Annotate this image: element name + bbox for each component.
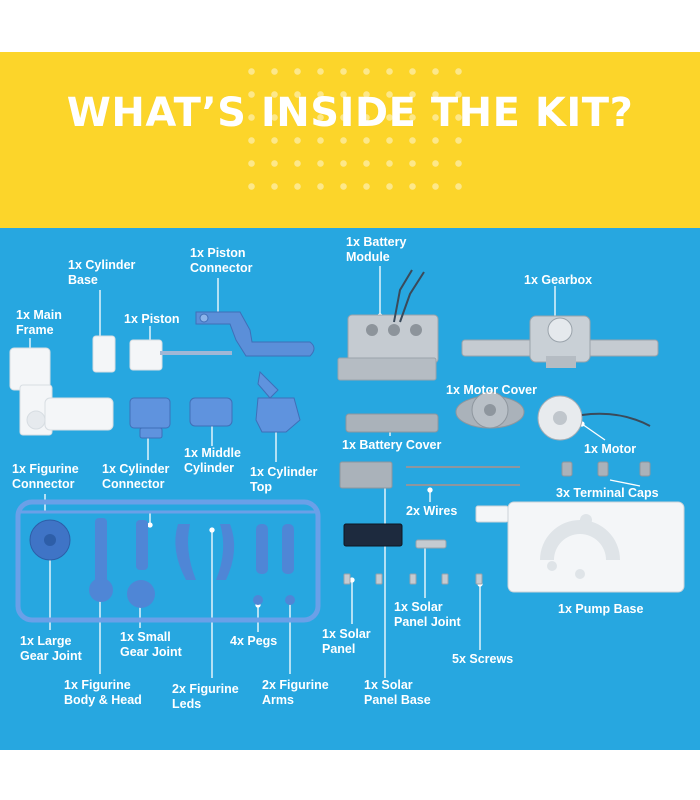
label-small-gear-joint: 1x Small Gear Joint (120, 630, 182, 659)
label-large-gear-joint: 1x Large Gear Joint (20, 634, 82, 663)
label-solar-panel: 1x Solar Panel (322, 627, 371, 656)
title-banner (0, 52, 700, 228)
wires-part (406, 466, 520, 486)
label-screws: 5x Screws (452, 652, 514, 666)
label-cylinder-top: 1x Cylinder Top (250, 465, 318, 494)
label-figurine-arms: 2x Figurine Arms (262, 678, 329, 707)
solar-panel-joint-part (415, 539, 447, 549)
middle-cylinder-part (189, 397, 233, 427)
motor-part (537, 395, 651, 441)
label-figurine-body-head: 1x Figurine Body & Head (64, 678, 142, 707)
main-frame-part (9, 347, 114, 436)
label-main-frame: 1x Main Frame (16, 308, 62, 337)
label-gearbox: 1x Gearbox (524, 273, 593, 287)
label-piston-connector: 1x Piston Connector (190, 246, 253, 275)
battery-cover-part (345, 413, 439, 433)
figurine-connector-bracket-part (339, 461, 393, 489)
label-solar-panel-joint: 1x Solar Panel Joint (394, 600, 461, 629)
label-figurine-legs: 2x Figurine Leds (172, 682, 239, 711)
piston-connector-part (195, 311, 315, 357)
label-figurine-connector: 1x Figurine Connector (12, 462, 79, 491)
label-cylinder-base: 1x Cylinder Base (68, 258, 136, 287)
page-title: WHAT’S INSIDE THE KIT? (66, 90, 634, 136)
cylinder-connector-part (129, 397, 171, 439)
screws-part (343, 573, 483, 585)
motor-cover-part (455, 391, 525, 429)
label-piston: 1x Piston (124, 312, 180, 326)
label-motor-cover: 1x Motor Cover (446, 383, 537, 397)
cylinder-base-part (92, 335, 116, 373)
gearbox-part (461, 315, 659, 368)
label-pegs: 4x Pegs (230, 634, 278, 648)
battery-module-part (337, 269, 439, 381)
piston-part (129, 339, 232, 371)
label-solar-panel-base: 1x Solar Panel Base (364, 678, 431, 707)
cylinder-top-part (255, 370, 301, 433)
label-terminal-caps: 3x Terminal Caps (556, 486, 659, 500)
pump-base-part (475, 501, 685, 593)
label-cylinder-connector: 1x Cylinder Connector (102, 462, 170, 491)
terminal-caps-part (561, 461, 651, 477)
label-wires: 2x Wires (406, 504, 458, 518)
label-pump-base: 1x Pump Base (558, 602, 644, 616)
label-middle-cylinder: 1x Middle Cylinder (184, 446, 241, 475)
solar-panel-part (343, 523, 403, 547)
label-motor: 1x Motor (584, 442, 637, 456)
figurine-sprue-part (15, 499, 321, 623)
label-battery-cover: 1x Battery Cover (342, 438, 442, 452)
label-battery-module: 1x Battery Module (346, 235, 407, 264)
dot-pattern (240, 60, 470, 190)
